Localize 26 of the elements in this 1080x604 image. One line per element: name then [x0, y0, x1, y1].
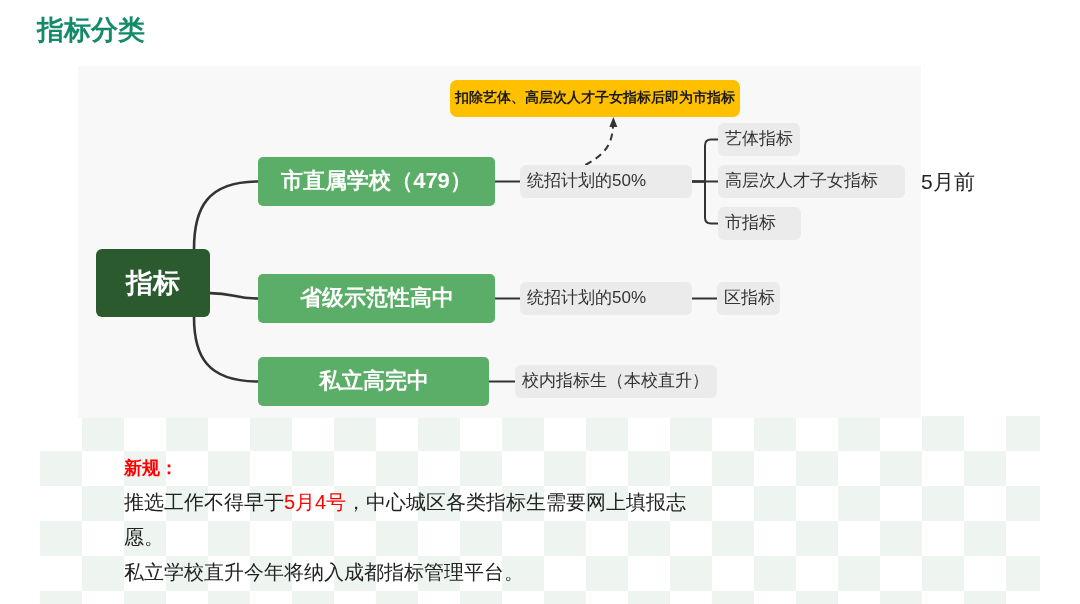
callout-box: 扣除艺体、高层次人才子女指标后即为市指标	[450, 80, 740, 117]
subtopic-box: 市指标	[718, 207, 801, 240]
connector-line	[192, 316, 259, 383]
connector-line	[192, 180, 259, 250]
connector-line	[494, 297, 521, 300]
side-note: 5月前	[921, 168, 975, 195]
connector-line	[494, 180, 521, 183]
connector-line	[488, 380, 516, 383]
connector-line	[691, 180, 719, 225]
note-heading: 新规：	[124, 457, 178, 480]
subtopic-box: 统招计划的50%	[520, 282, 692, 315]
connector-line	[209, 291, 259, 300]
branch-box: 市直属学校（479）	[258, 157, 495, 206]
connector-line	[691, 297, 718, 300]
subtopic-box: 校内指标生（本校直升）	[515, 365, 717, 398]
subtopic-box: 艺体指标	[718, 123, 800, 156]
arrow	[584, 117, 618, 166]
central-topic-box: 指标	[96, 249, 210, 317]
subtopic-box: 高层次人才子女指标	[718, 165, 905, 198]
paragraph: 推选工作不得早于5月4号，中心城区各类指标生需要网上填报志愿。	[124, 490, 688, 550]
branch-box: 私立高完中	[258, 357, 489, 406]
title: 指标分类	[37, 14, 145, 47]
paragraph: 私立学校直升今年将纳入成都指标管理平台。	[124, 560, 524, 585]
subtopic-box: 区指标	[717, 282, 780, 315]
subtopic-box: 统招计划的50%	[520, 165, 692, 198]
branch-box: 省级示范性高中	[258, 274, 495, 323]
